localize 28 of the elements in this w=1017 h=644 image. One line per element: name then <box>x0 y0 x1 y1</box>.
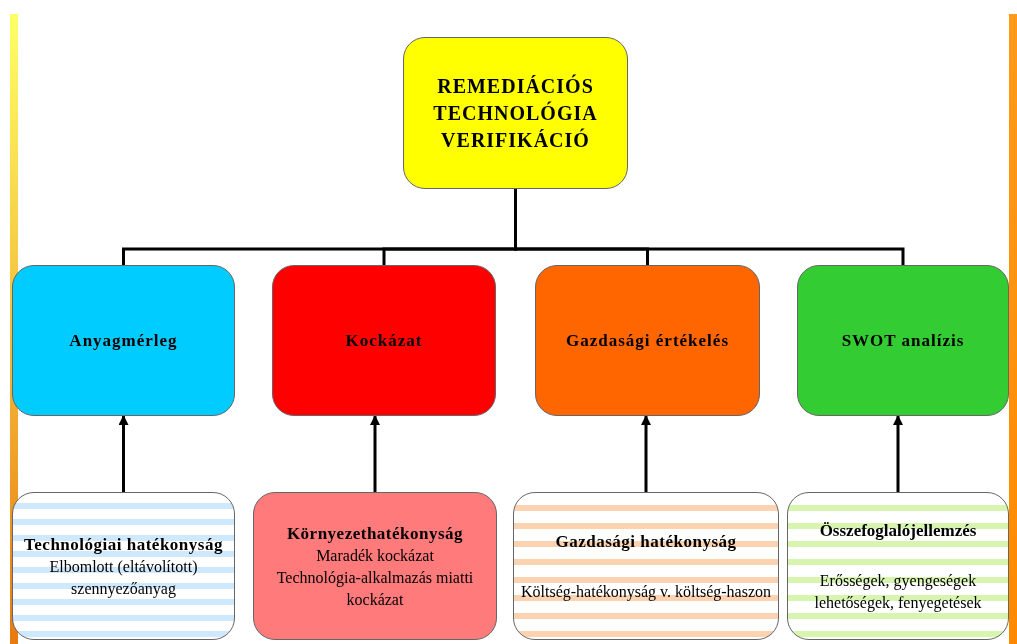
category-title: Kockázat <box>344 329 424 352</box>
arrow <box>118 415 129 492</box>
criteria-text: Elbomlott (eltávolított) szennyezőanyag <box>48 556 199 600</box>
category-box <box>797 265 1009 416</box>
arrow <box>370 415 380 492</box>
criteria-heading: Technológiai hatékonyság <box>24 533 223 556</box>
arrow <box>893 415 903 492</box>
connector-line <box>514 189 905 265</box>
category-box <box>272 265 496 416</box>
title-text: REMEDIÁCIÓS TECHNOLÓGIA VERIFIKÁCIÓ <box>432 73 599 153</box>
criteria-box <box>513 492 779 640</box>
arrow <box>641 415 651 492</box>
criteria-text: Maradék kockázat <box>316 545 434 566</box>
criteria-text: Erősségek, gyengeségek lehetőségek, fenyegetések <box>813 570 983 614</box>
criteria-heading: Összefoglalójellemzés <box>819 519 977 542</box>
criteria-text: Költség-hatékonyság v. költség-haszon <box>521 581 771 603</box>
criteria-box <box>253 492 497 640</box>
criteria-heading: Gazdasági hatékonyság <box>555 530 737 553</box>
criteria-heading: Környezethatékonyság <box>286 522 464 545</box>
category-title: Anyagmérleg <box>68 329 179 352</box>
title-box <box>403 37 628 189</box>
category-title: SWOT analízis <box>840 329 966 352</box>
category-box <box>12 265 235 416</box>
criteria-box <box>787 492 1009 640</box>
criteria-text: Technológia-alkalmazás miatti kockázat <box>275 567 475 610</box>
category-title: Gazdasági értékelés <box>565 329 730 352</box>
criteria-box <box>12 492 235 640</box>
category-box <box>535 265 760 416</box>
